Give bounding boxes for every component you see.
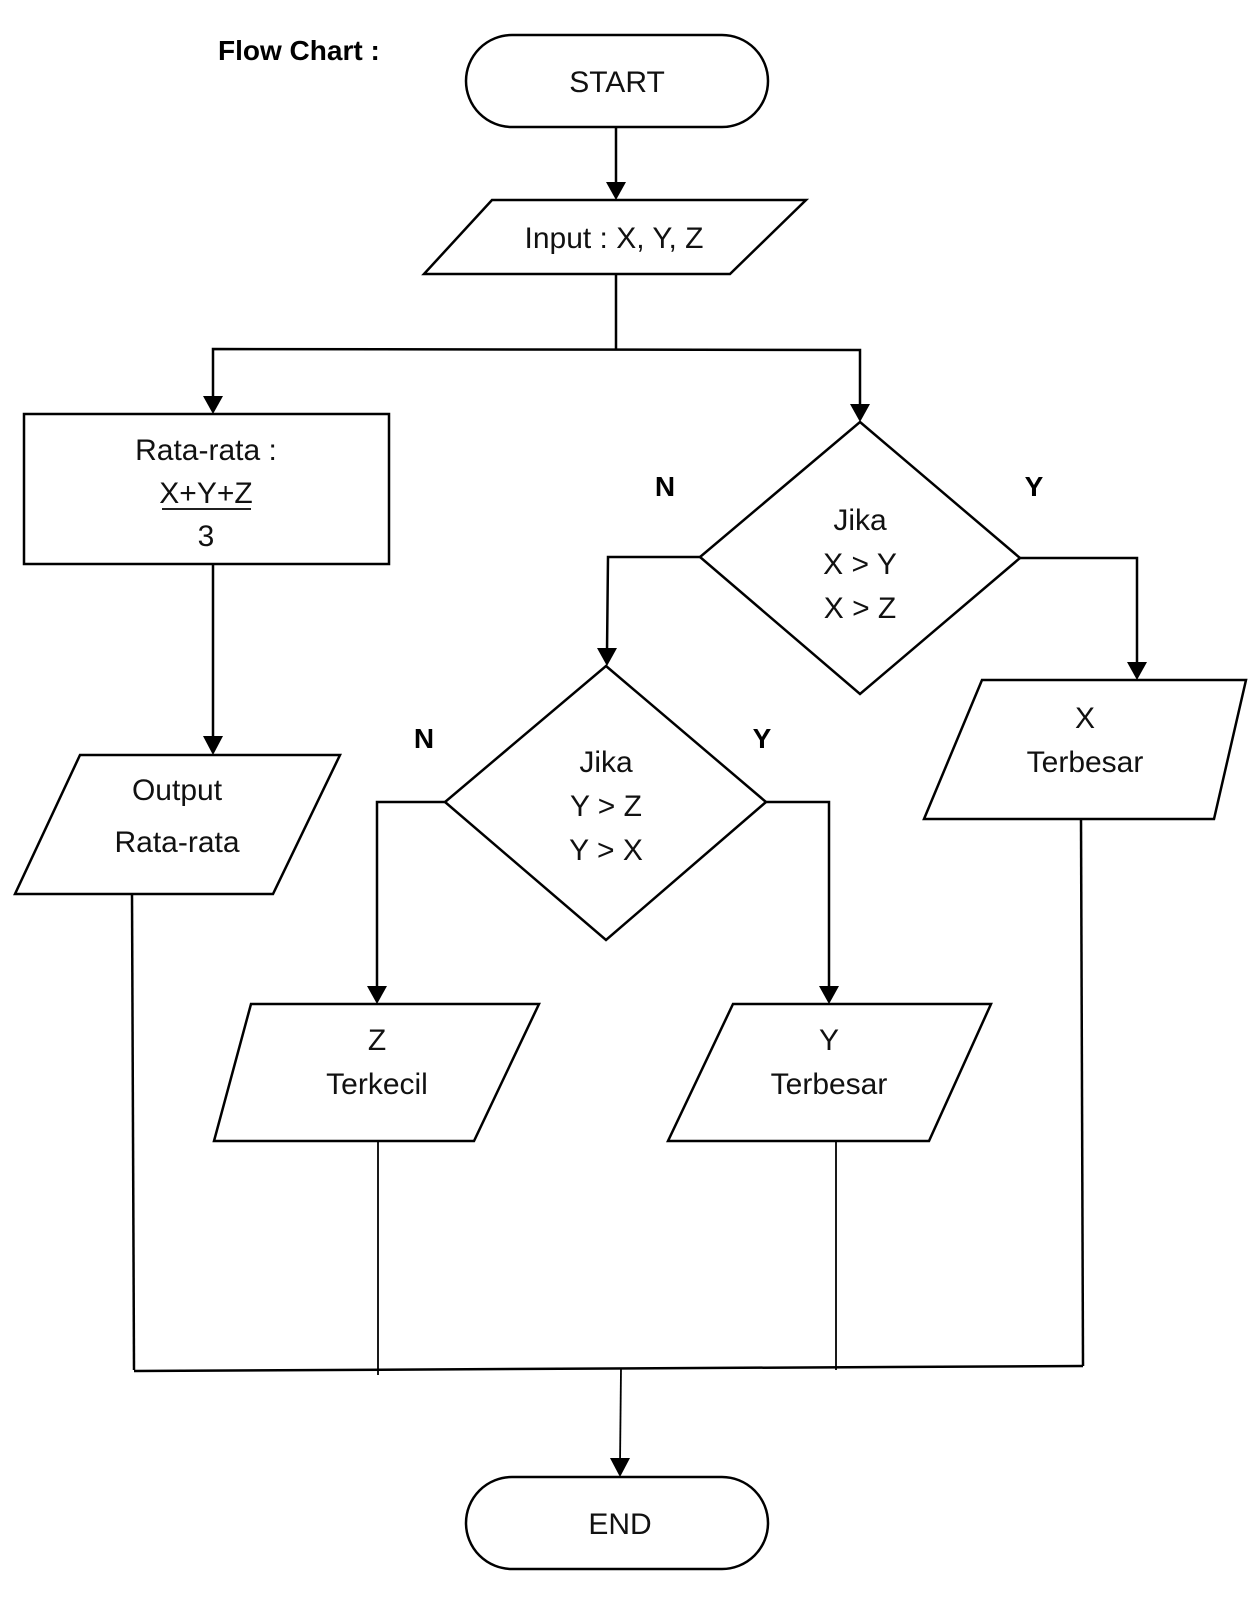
input-label: Input : X, Y, Z	[524, 222, 703, 255]
connector-decision-1-yes	[1020, 556, 1147, 680]
connector-decision-1-no	[597, 555, 700, 666]
arrow-head-icon	[819, 986, 839, 1004]
average-numerator: X+Y+Z	[159, 477, 252, 510]
decision-2-line-2: Y > Z	[570, 790, 642, 823]
output-average-shape	[13, 753, 342, 896]
average-process-shape	[22, 412, 391, 566]
connector-decision-2-no	[367, 800, 445, 1004]
decision-1-yes-label: Y	[1025, 471, 1044, 502]
decision-2-line-1: Jika	[579, 746, 633, 779]
arrow-head-icon	[606, 182, 626, 200]
output-average-line-1: Output	[132, 774, 223, 807]
connector-merge-to-end	[130, 818, 1085, 1477]
output-average-line-2: Rata-rata	[114, 826, 239, 859]
arrow-head-icon	[203, 396, 223, 414]
z-smallest-output-node: Z Terkecil	[212, 1002, 541, 1143]
x-largest-output-node: X Terbesar	[922, 678, 1248, 821]
arrow-head-icon	[610, 1458, 630, 1477]
start-label: START	[569, 66, 665, 99]
input-parallelogram-shape	[421, 198, 810, 276]
z-smallest-line-2: Terkecil	[326, 1068, 428, 1101]
arrow-head-icon	[1127, 662, 1147, 680]
arrow-head-icon	[367, 986, 387, 1004]
arrow-head-icon	[850, 404, 870, 422]
input-node: Input : X, Y, Z	[421, 198, 810, 276]
connector-start-to-input	[606, 127, 626, 200]
arrow-head-icon	[203, 736, 223, 755]
decision-x-largest-node: Jika X > Y X > Z N Y	[655, 420, 1044, 696]
decision-1-no-label: N	[655, 471, 675, 502]
decision-2-no-label: N	[414, 723, 434, 754]
decision-y-largest-node: Jika Y > Z Y > X N Y	[414, 664, 772, 942]
flowchart-title: Flow Chart :	[218, 35, 380, 66]
decision-1-line-3: X > Z	[824, 592, 897, 625]
average-process-node: Rata-rata : X+Y+Z 3	[22, 412, 391, 566]
y-largest-line-1: Y	[819, 1024, 839, 1057]
decision-1-line-1: Jika	[833, 504, 887, 537]
start-node: START	[464, 33, 770, 129]
decision-2-diamond-shape	[443, 664, 768, 942]
decision-2-yes-label: Y	[753, 723, 772, 754]
decision-2-line-3: Y > X	[569, 834, 643, 867]
connector-average-to-output	[203, 564, 223, 755]
z-smallest-shape	[212, 1002, 541, 1143]
average-label: Rata-rata :	[135, 434, 277, 467]
y-largest-shape	[666, 1002, 993, 1143]
end-terminator-shape	[464, 1475, 770, 1571]
connector-decision-2-yes	[766, 800, 839, 1004]
y-largest-output-node: Y Terbesar	[666, 1002, 993, 1143]
average-denominator: 3	[198, 520, 215, 553]
decision-1-diamond-shape	[698, 420, 1022, 696]
x-largest-line-1: X	[1075, 702, 1095, 735]
end-label: END	[588, 1508, 651, 1541]
end-node: END	[464, 1475, 770, 1571]
z-smallest-line-1: Z	[368, 1024, 386, 1057]
y-largest-line-2: Terbesar	[771, 1068, 888, 1101]
arrow-head-icon	[597, 648, 617, 666]
x-largest-shape	[922, 678, 1248, 821]
connector-input-split	[203, 274, 870, 422]
decision-1-line-2: X > Y	[823, 548, 897, 581]
x-largest-line-2: Terbesar	[1027, 746, 1144, 779]
output-average-node: Output Rata-rata	[13, 753, 342, 896]
